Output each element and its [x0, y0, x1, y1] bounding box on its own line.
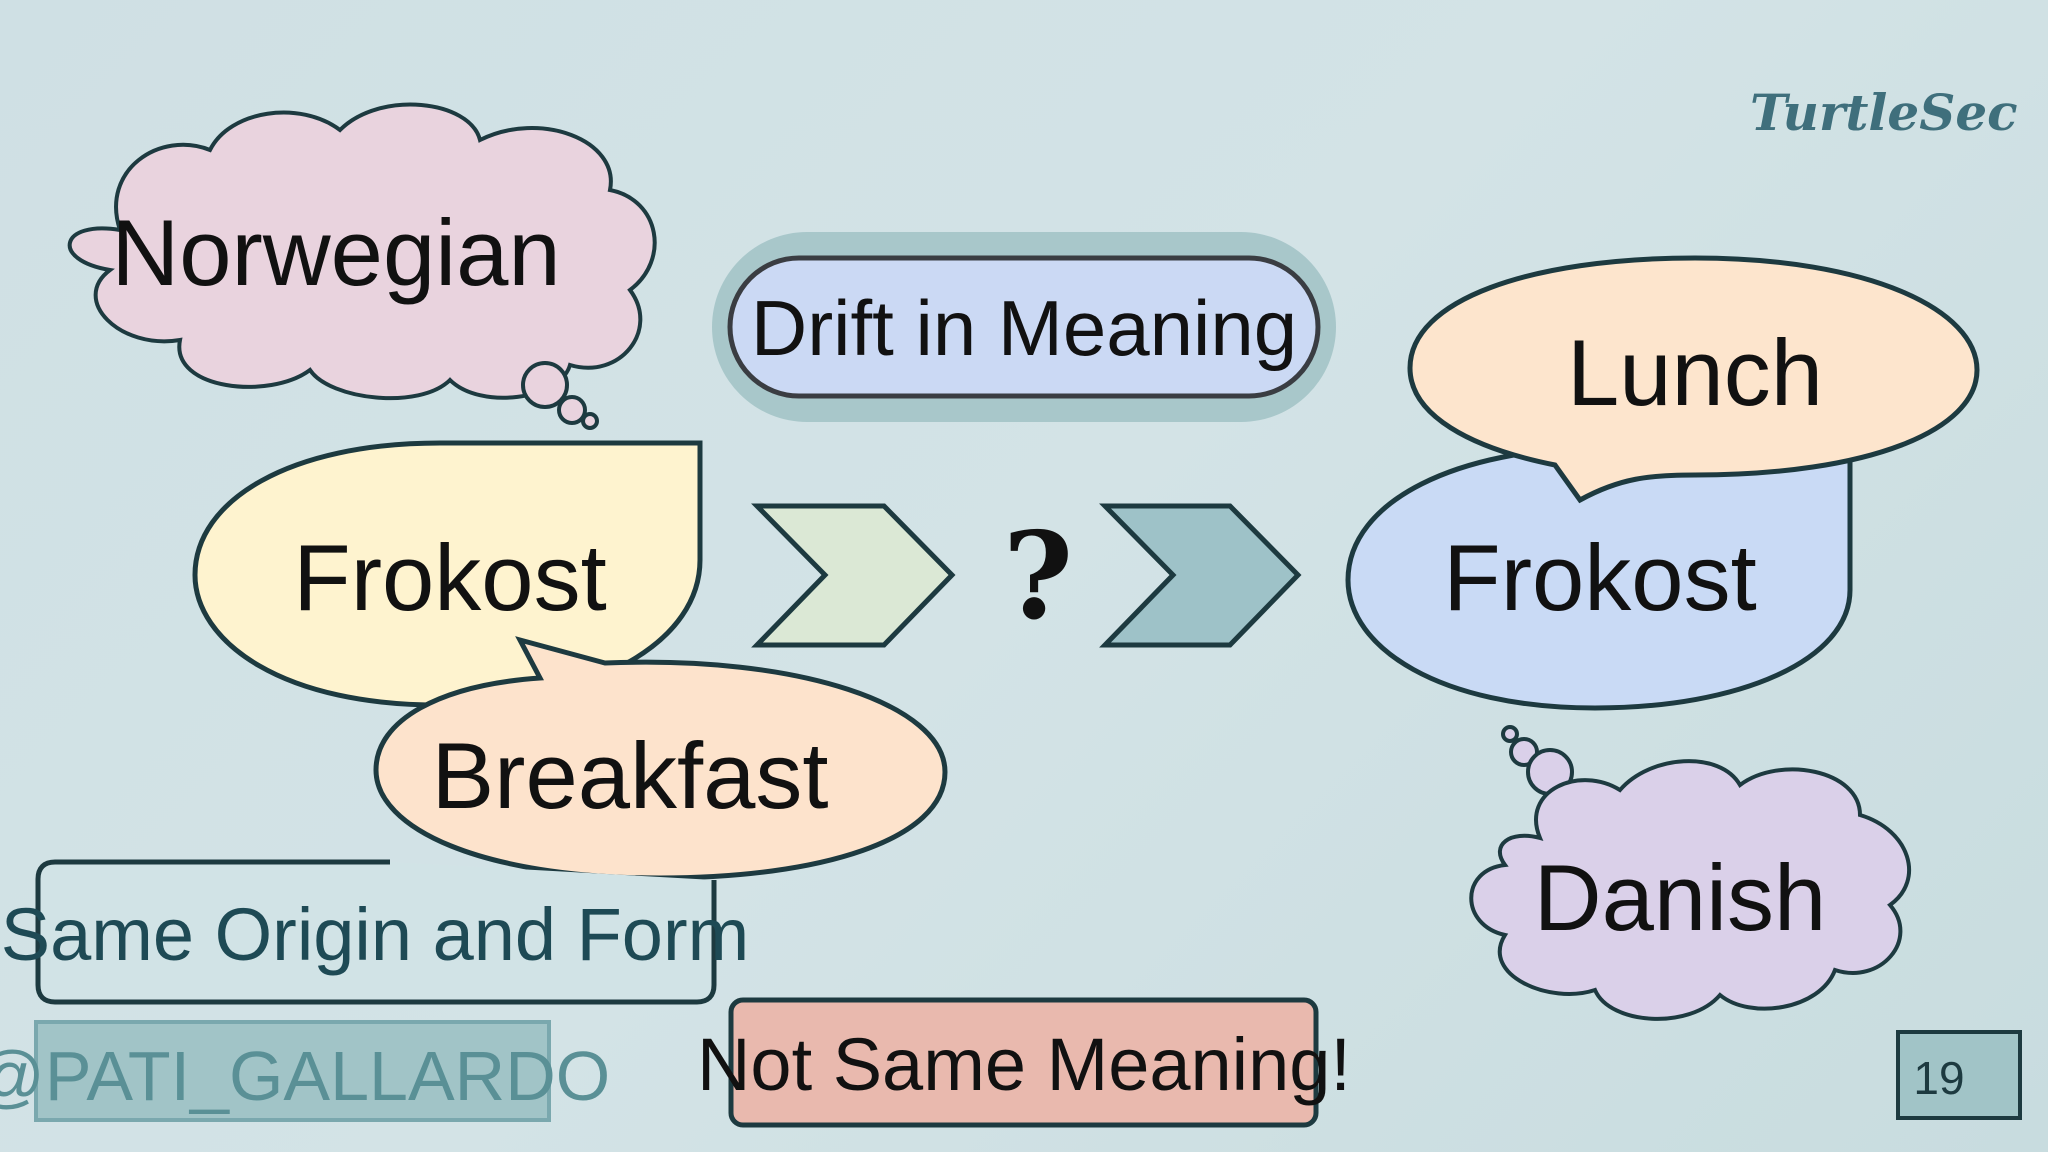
slide-number-box: 19 — [1896, 1030, 2022, 1120]
not-same-meaning-box: Not Same Meaning! — [697, 997, 1351, 1128]
drift-in-meaning-pill: Drift in Meaning — [712, 232, 1336, 422]
breakfast-bubble: Breakfast — [373, 636, 948, 881]
lunch-label: Lunch — [1567, 320, 1823, 425]
frokost-right-bubble: Frokost — [1345, 445, 1853, 711]
danish-label: Danish — [1534, 845, 1827, 950]
chevron-arrow-dark — [1099, 503, 1302, 648]
question-mark: ? — [1003, 506, 1073, 647]
chevron-arrow-light — [751, 503, 956, 648]
brand-logo: TurtleSec — [1750, 83, 2018, 142]
frokost-left-label: Frokost — [293, 525, 606, 630]
breakfast-label: Breakfast — [431, 723, 828, 828]
lunch-bubble: Lunch — [1407, 255, 1980, 504]
norwegian-thought-cloud: Norwegian — [67, 102, 657, 430]
handle-box: @PATI_GALLARDO — [0, 1020, 610, 1122]
slide-number: 19 — [1913, 1052, 1964, 1104]
same-origin-box: Same Origin and Form — [1, 859, 750, 1005]
same-origin-label: Same Origin and Form — [1, 893, 750, 976]
norwegian-label: Norwegian — [111, 200, 560, 305]
not-same-meaning-label: Not Same Meaning! — [697, 1023, 1351, 1106]
handle-label: @PATI_GALLARDO — [0, 1037, 610, 1115]
drift-in-meaning-label: Drift in Meaning — [751, 284, 1297, 372]
frokost-left-bubble: Frokost — [192, 440, 703, 708]
frokost-right-label: Frokost — [1443, 525, 1756, 630]
danish-thought-cloud: Danish — [1469, 725, 1912, 1021]
